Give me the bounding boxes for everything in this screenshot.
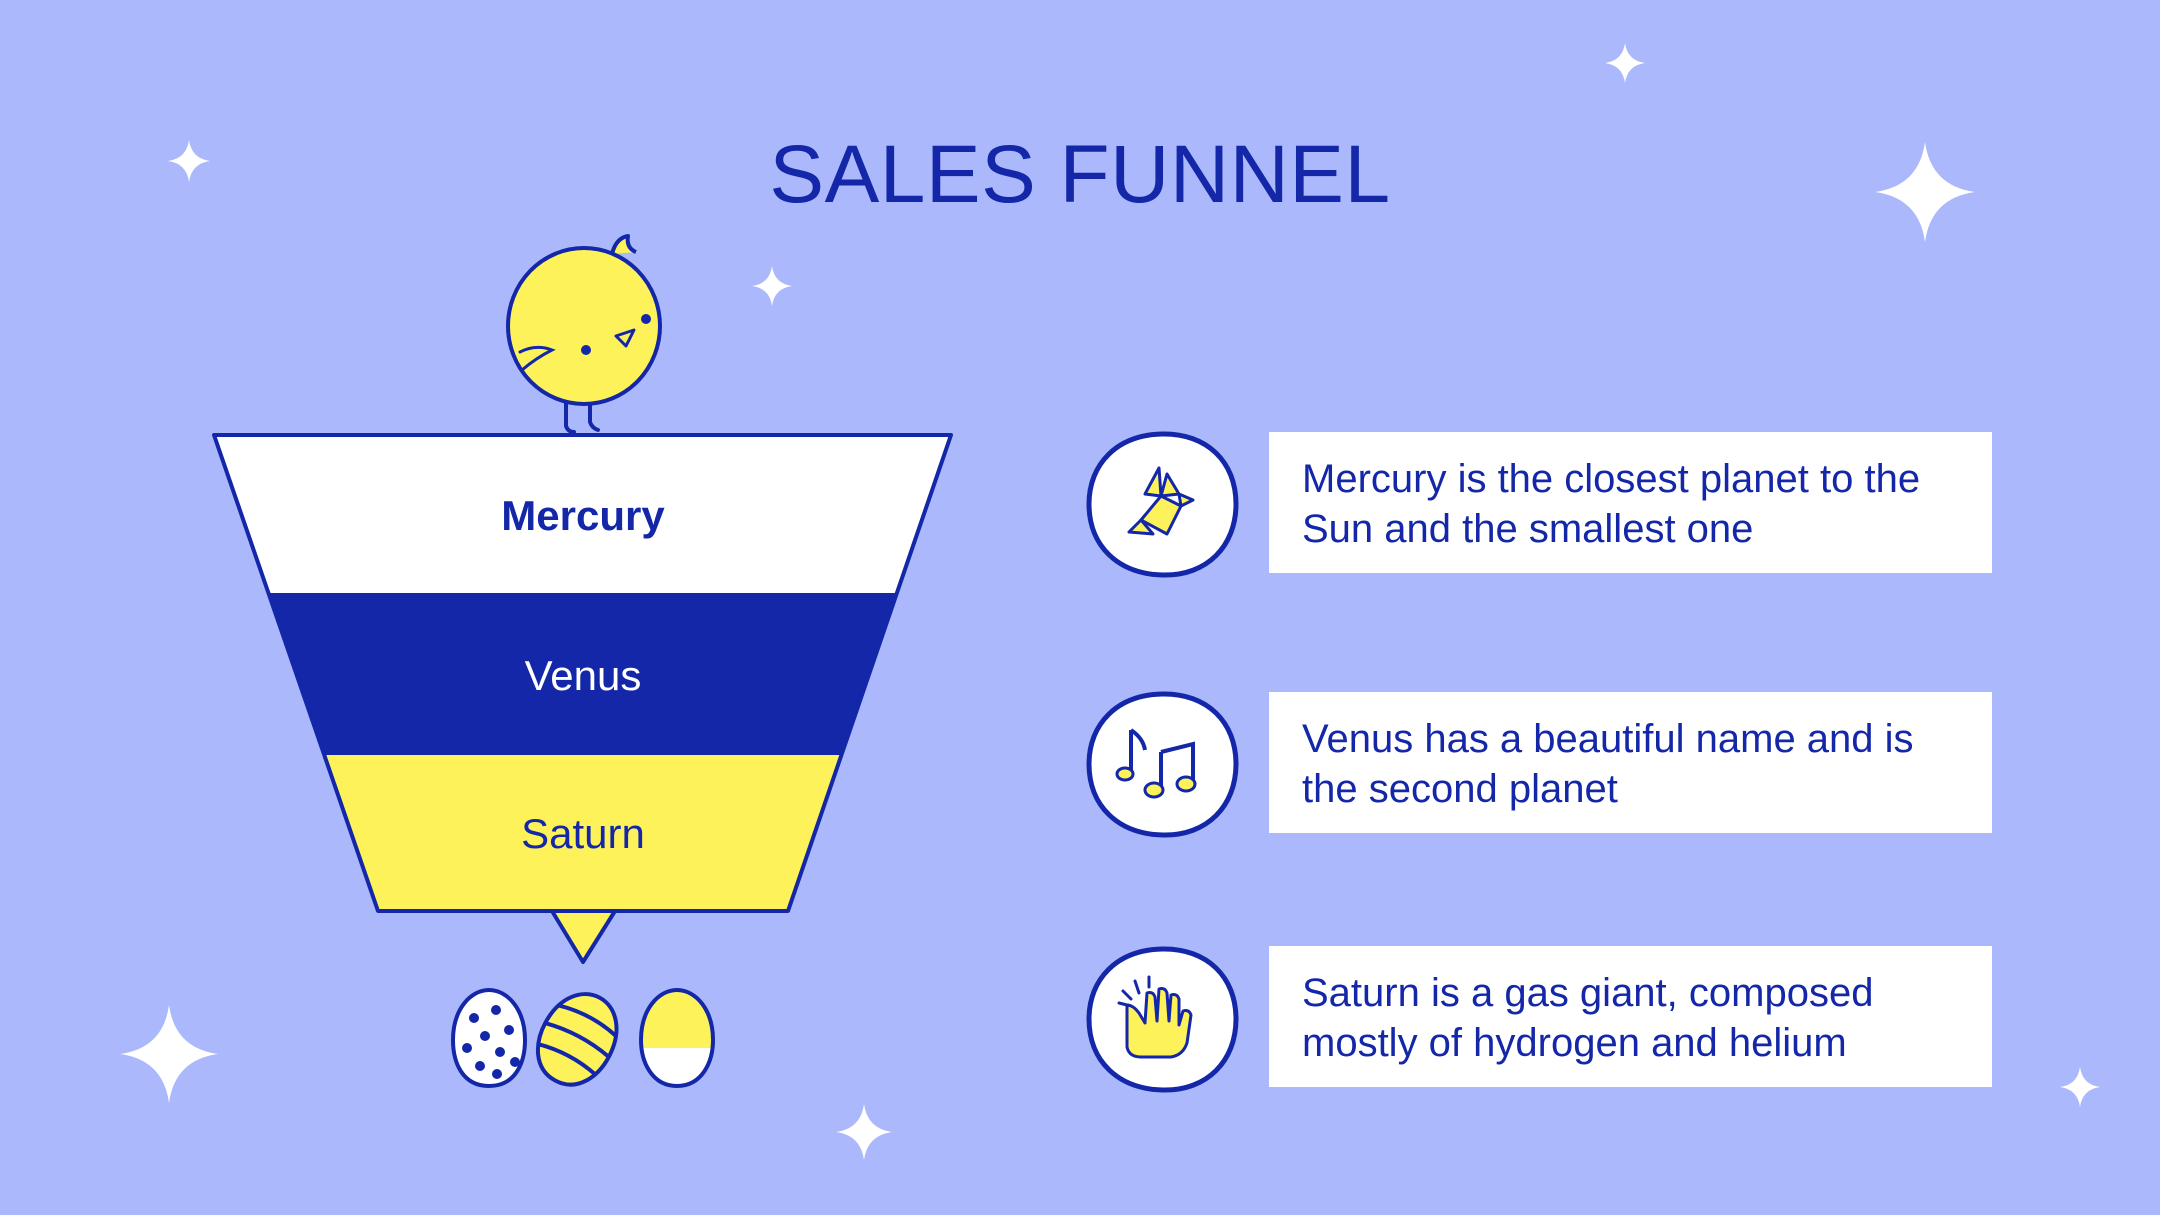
- sparkle-icon: [1605, 43, 1645, 83]
- sparkle-icon: [2060, 1067, 2100, 1107]
- funnel-tip: [550, 909, 617, 964]
- funnel-label-mercury: Mercury: [501, 492, 665, 539]
- page-title: SALES FUNNEL: [769, 129, 1391, 220]
- chick-illustration: [506, 234, 662, 434]
- funnel-stage-venus: [267, 593, 897, 755]
- description-venus: Venus has a beautiful name and is the se…: [1269, 692, 1992, 833]
- sparkle-icon: [752, 266, 792, 306]
- dotted-egg: [450, 987, 528, 1089]
- striped-egg: [535, 992, 619, 1087]
- funnel-stage-saturn: [323, 755, 842, 911]
- sparkle-icon: [120, 1005, 218, 1103]
- funnel-graphic: [212, 234, 953, 1089]
- sparkle-icon: [836, 1104, 892, 1160]
- origami-bird-icon: [1086, 431, 1239, 578]
- description-mercury: Mercury is the closest planet to the Sun…: [1269, 432, 1992, 573]
- hand-gesture-icon: [1086, 946, 1239, 1093]
- description-saturn: Saturn is a gas giant, composed mostly o…: [1269, 946, 1992, 1087]
- funnel-label-saturn: Saturn: [521, 810, 645, 857]
- sparkle-icon: [168, 140, 210, 182]
- funnel-label-venus: Venus: [524, 652, 642, 699]
- music-notes-icon: [1086, 691, 1239, 838]
- sparkle-icon: [1875, 142, 1975, 242]
- funnel-stage-mercury: [214, 435, 951, 593]
- half-yellow-egg: [638, 987, 716, 1089]
